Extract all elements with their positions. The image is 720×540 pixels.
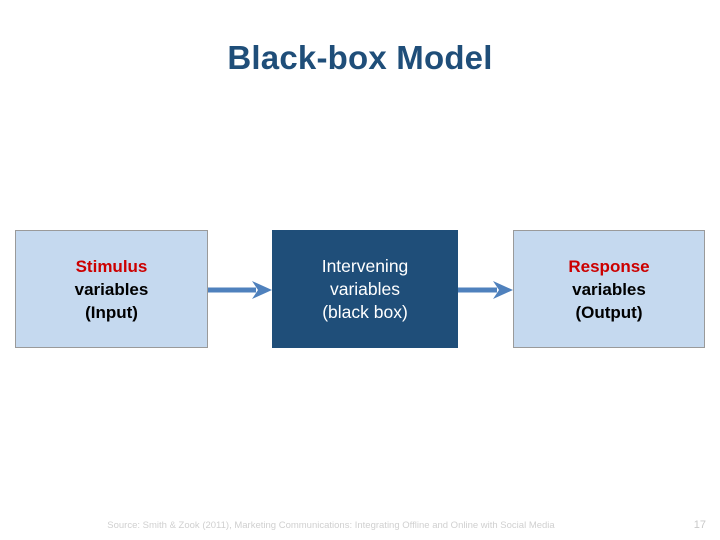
diagram-node-intervening[interactable]: Intervening variables (black box) <box>272 230 458 348</box>
node-intervening-line-3: (black box) <box>322 301 408 322</box>
node-intervening-line-2: variables <box>329 278 401 299</box>
arrow-stimulus-to-intervening-icon <box>208 280 272 300</box>
diagram-node-response[interactable]: Response variables (Output) <box>513 230 705 348</box>
page-number: 17 <box>693 519 706 531</box>
black-box-model-diagram: Stimulus variables (Input) Intervening v… <box>0 230 720 350</box>
node-stimulus-line-3: (Input) <box>85 302 138 322</box>
node-response-line-2: variables <box>572 279 646 299</box>
node-response-line-1: Response <box>568 256 650 276</box>
node-intervening-line-1: Intervening <box>321 255 409 276</box>
node-stimulus-line-2: variables <box>74 279 149 299</box>
diagram-node-stimulus[interactable]: Stimulus variables (Input) <box>15 230 208 348</box>
node-response-line-3: (Output) <box>575 302 643 322</box>
source-citation: Source: Smith & Zook (2011), Marketing C… <box>107 520 555 531</box>
arrow-intervening-to-response-icon <box>458 280 513 300</box>
node-stimulus-line-1: Stimulus <box>75 256 148 276</box>
page-title: Black-box Model <box>227 39 493 76</box>
